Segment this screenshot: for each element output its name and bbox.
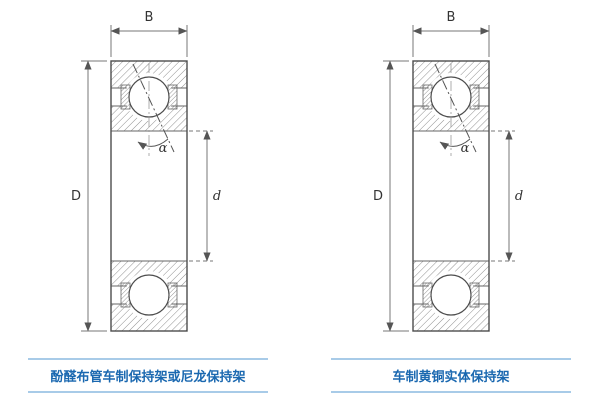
label-contact-angle: α xyxy=(159,141,168,156)
label-outer-diameter-D: D xyxy=(373,189,383,204)
ball-bottom xyxy=(430,274,472,316)
label-bore-diameter-d: d xyxy=(515,189,523,204)
label-width-B: B xyxy=(145,10,154,25)
ball-bottom xyxy=(128,274,170,316)
dimension-outer-diameter-D: D xyxy=(373,60,409,332)
dimension-width-B: B xyxy=(110,10,188,57)
label-bore-diameter-d: d xyxy=(213,189,221,204)
bearing-diagrams: B D d xyxy=(71,10,523,332)
label-width-B: B xyxy=(447,10,456,25)
contact-angle-line xyxy=(434,63,477,153)
bearing-diagram-left: B D d xyxy=(71,10,221,332)
caption-left: 酚醛布管车制保持架或尼龙保持架 xyxy=(28,358,268,393)
caption-left-text: 酚醛布管车制保持架或尼龙保持架 xyxy=(50,370,246,385)
bearing-outline xyxy=(110,60,188,332)
bearing-diagram-right: B D d xyxy=(373,10,523,332)
dimension-bore-diameter-d: d xyxy=(491,130,523,262)
angle-arc-arrow xyxy=(439,138,471,150)
dimension-bore-diameter-d: d xyxy=(189,130,221,262)
dimension-width-B: B xyxy=(412,10,490,57)
contact-angle-annotation: α xyxy=(132,63,175,156)
label-contact-angle: α xyxy=(461,141,470,156)
label-outer-diameter-D: D xyxy=(71,189,81,204)
angle-arc-arrow xyxy=(137,138,169,150)
dimension-outer-diameter-D: D xyxy=(71,60,107,332)
contact-angle-line xyxy=(132,63,175,153)
bearing-outline xyxy=(412,60,490,332)
contact-angle-annotation: α xyxy=(434,63,477,156)
caption-right: 车制黄铜实体保持架 xyxy=(331,358,571,393)
caption-right-text: 车制黄铜实体保持架 xyxy=(392,370,510,385)
